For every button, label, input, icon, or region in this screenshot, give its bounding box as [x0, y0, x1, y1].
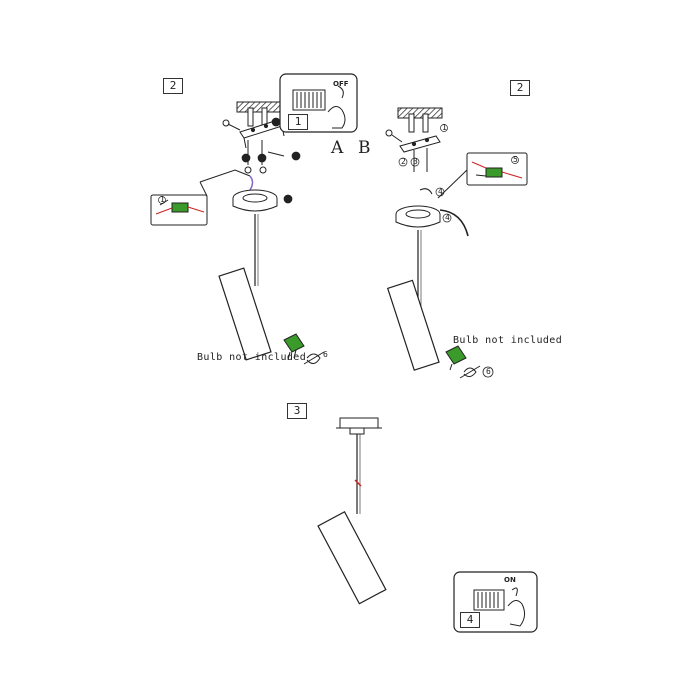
- off-label: OFF: [333, 80, 349, 88]
- callout-1-b: 1: [442, 123, 447, 132]
- bulb-not-included-right: Bulb not included: [453, 335, 563, 346]
- wall-anchors-b: [408, 113, 429, 133]
- callout-5-b: 5: [513, 155, 518, 164]
- callout-5-a: 5: [294, 151, 299, 160]
- step-2-right: 2: [510, 80, 530, 96]
- bulb-not-included-left: Bulb not included: [197, 352, 307, 363]
- step-2-left: 2: [163, 78, 183, 94]
- rotate-arrow-a: [303, 351, 325, 365]
- assembly-a: [199, 101, 325, 365]
- variant-b-label: B: [358, 138, 371, 158]
- callout-4-b: 4: [438, 187, 443, 196]
- assembled-lamp: [317, 417, 387, 605]
- breaker-switches: [296, 92, 322, 108]
- callout-4-a: 4: [286, 194, 291, 203]
- bulb-b: [445, 345, 467, 371]
- callouts-a: [241, 117, 301, 204]
- hand-icon-on: [507, 600, 526, 627]
- mounting-bracket-b: [399, 135, 441, 153]
- ceiling-hatch-a: [236, 101, 282, 113]
- on-label: ON: [504, 576, 516, 584]
- off-arrow-icon: [337, 85, 344, 99]
- step-3: 3: [287, 403, 307, 419]
- callout-2-b: 2: [401, 157, 406, 166]
- bulb-a: [283, 333, 305, 361]
- canopy-b: [395, 205, 441, 228]
- cable-b: [439, 209, 469, 237]
- breaker-switches-on: [477, 592, 499, 608]
- callout-4b-b: 4: [445, 213, 450, 222]
- step-1: 1: [288, 114, 308, 130]
- ceiling-hatch-b: [397, 107, 443, 119]
- supply-wire-a: [199, 169, 251, 183]
- connector-detail-a: [150, 181, 208, 226]
- step-4: 4: [460, 612, 480, 628]
- callout-3-a: 3: [260, 153, 265, 162]
- lamp-body-a: [218, 267, 272, 361]
- callout-6-a: 6: [323, 350, 328, 359]
- variant-a-label: A: [331, 138, 344, 158]
- rotate-arrow-b: [459, 365, 494, 379]
- callout-2-a: 2: [244, 153, 249, 162]
- purple-wire-a: [249, 175, 254, 191]
- callout-1-connector-a: 1: [160, 195, 165, 204]
- callout-6-b: 6: [486, 367, 491, 376]
- callout-1-a: 1: [274, 117, 279, 126]
- on-arrow-icon: [511, 587, 518, 597]
- lamp-body-b: [386, 279, 440, 371]
- lamp-body-final: [317, 511, 387, 605]
- screws-b: [385, 124, 448, 172]
- canopy-a: [232, 189, 278, 212]
- canopy-final: [339, 417, 379, 429]
- callout-3-b: 3: [413, 157, 418, 166]
- hand-icon: [327, 106, 346, 129]
- connector-detail-b: [437, 152, 528, 199]
- assembly-b: [385, 107, 494, 379]
